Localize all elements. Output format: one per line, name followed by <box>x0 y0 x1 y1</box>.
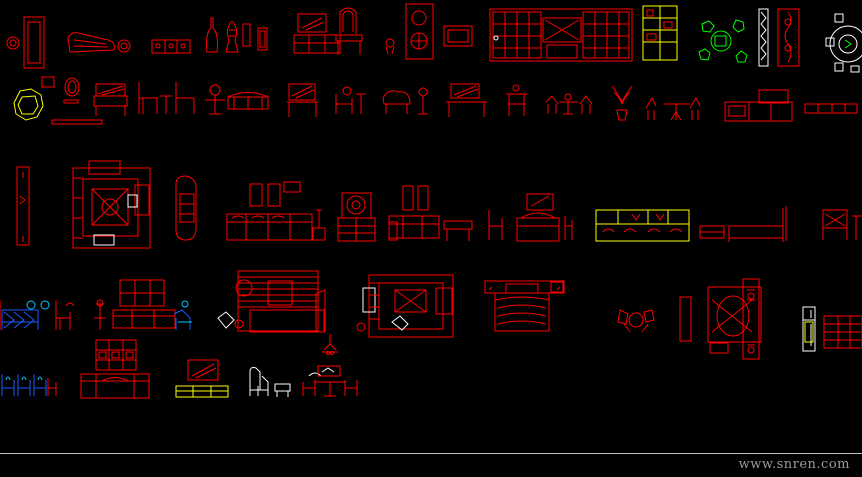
tv-console-block[interactable] <box>293 13 341 54</box>
sofa-elevation-row[interactable] <box>226 181 376 242</box>
round-rug-block[interactable] <box>117 39 131 53</box>
small-dining-plan[interactable] <box>617 309 655 333</box>
round-table-plan-white[interactable] <box>825 13 862 73</box>
tv-unit-yellow-block[interactable] <box>175 359 229 398</box>
dining-table-row[interactable] <box>302 365 358 397</box>
chaise-lounge-block[interactable] <box>67 32 115 53</box>
bedroom-elevation-row[interactable] <box>488 193 573 242</box>
decor-panel-block[interactable] <box>405 3 473 60</box>
tall-lamp-block[interactable] <box>16 166 30 246</box>
tv-cabinet-elevation[interactable] <box>724 89 858 122</box>
carved-screen-block[interactable] <box>758 8 800 67</box>
round-table-plan-green[interactable] <box>698 19 748 63</box>
bed-plan-large[interactable] <box>679 278 762 360</box>
vanity-mirror-block[interactable] <box>335 7 363 55</box>
chair-corner-block[interactable] <box>822 209 862 240</box>
dining-set-block[interactable] <box>1 374 57 396</box>
rug-plan-block[interactable] <box>356 274 454 338</box>
armchair-plan-block[interactable] <box>175 175 197 241</box>
living-room-plan-2[interactable] <box>217 270 326 333</box>
side-table-row[interactable] <box>506 84 701 121</box>
bed-elevation-block[interactable] <box>595 209 690 242</box>
chair-elevation-row[interactable] <box>93 82 269 116</box>
round-stool-block[interactable] <box>6 36 20 50</box>
sofa-set-elevation[interactable] <box>112 279 192 330</box>
dining-chairs-blue-row[interactable] <box>0 300 50 330</box>
console-mirror-row[interactable] <box>287 83 487 117</box>
daybed-elevation[interactable] <box>699 206 787 242</box>
bottom-border-line <box>0 453 862 454</box>
cabinet-sofa-elevation[interactable] <box>80 339 150 399</box>
octagon-table-block[interactable] <box>13 76 103 125</box>
watermark-text: www.snren.com <box>738 457 850 472</box>
fridge-block[interactable] <box>802 306 862 352</box>
chair-pair-red[interactable] <box>55 299 106 330</box>
pendant-light-block[interactable] <box>322 334 338 355</box>
mirror-block[interactable] <box>23 16 45 69</box>
bookshelf-block[interactable] <box>642 5 678 61</box>
armchair-white-block[interactable] <box>249 367 291 398</box>
low-cabinet-block[interactable] <box>151 39 191 54</box>
small-stool-block[interactable] <box>385 38 395 55</box>
living-room-plan-block[interactable] <box>72 160 151 249</box>
frame-and-sofa-row[interactable] <box>388 185 473 241</box>
vase-set-block[interactable] <box>206 17 268 53</box>
wall-elevation-block[interactable] <box>489 8 633 62</box>
bed-plan-block[interactable] <box>484 280 565 332</box>
